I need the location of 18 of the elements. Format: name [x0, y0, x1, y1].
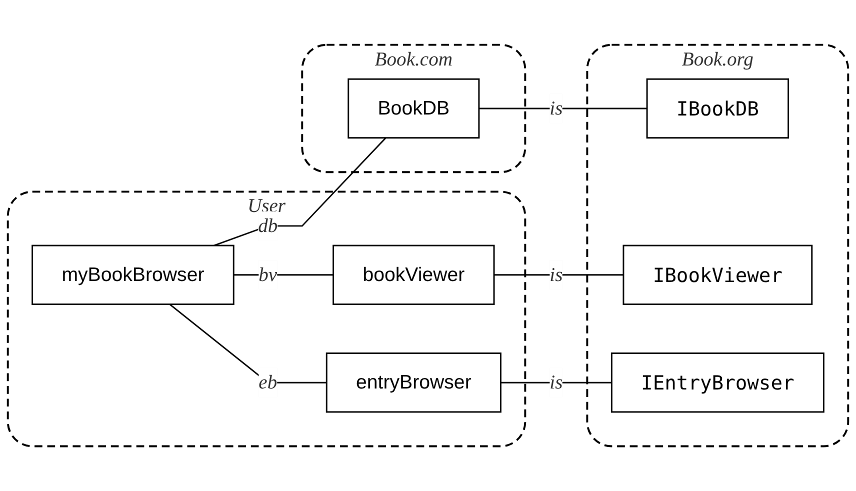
connector: [214, 137, 386, 246]
connector: [169, 304, 327, 384]
node-box: IBookDB: [646, 78, 790, 139]
connector: [500, 382, 612, 384]
node-box: myBookBrowser: [32, 244, 234, 305]
edge-label: is: [550, 264, 563, 286]
node-box: IBookViewer: [622, 244, 813, 305]
edge-label: db: [258, 215, 278, 237]
edge-label: eb: [258, 372, 278, 394]
connector: [478, 108, 648, 110]
edge-label: bv: [258, 264, 278, 286]
edge-label: is: [550, 372, 563, 394]
node-box: IEntryBrowser: [610, 352, 824, 413]
connector: [494, 274, 624, 276]
node-box: BookDB: [348, 78, 480, 139]
node-box: entryBrowser: [326, 352, 502, 413]
edge-label: is: [550, 98, 563, 120]
node-box: bookViewer: [332, 244, 495, 305]
